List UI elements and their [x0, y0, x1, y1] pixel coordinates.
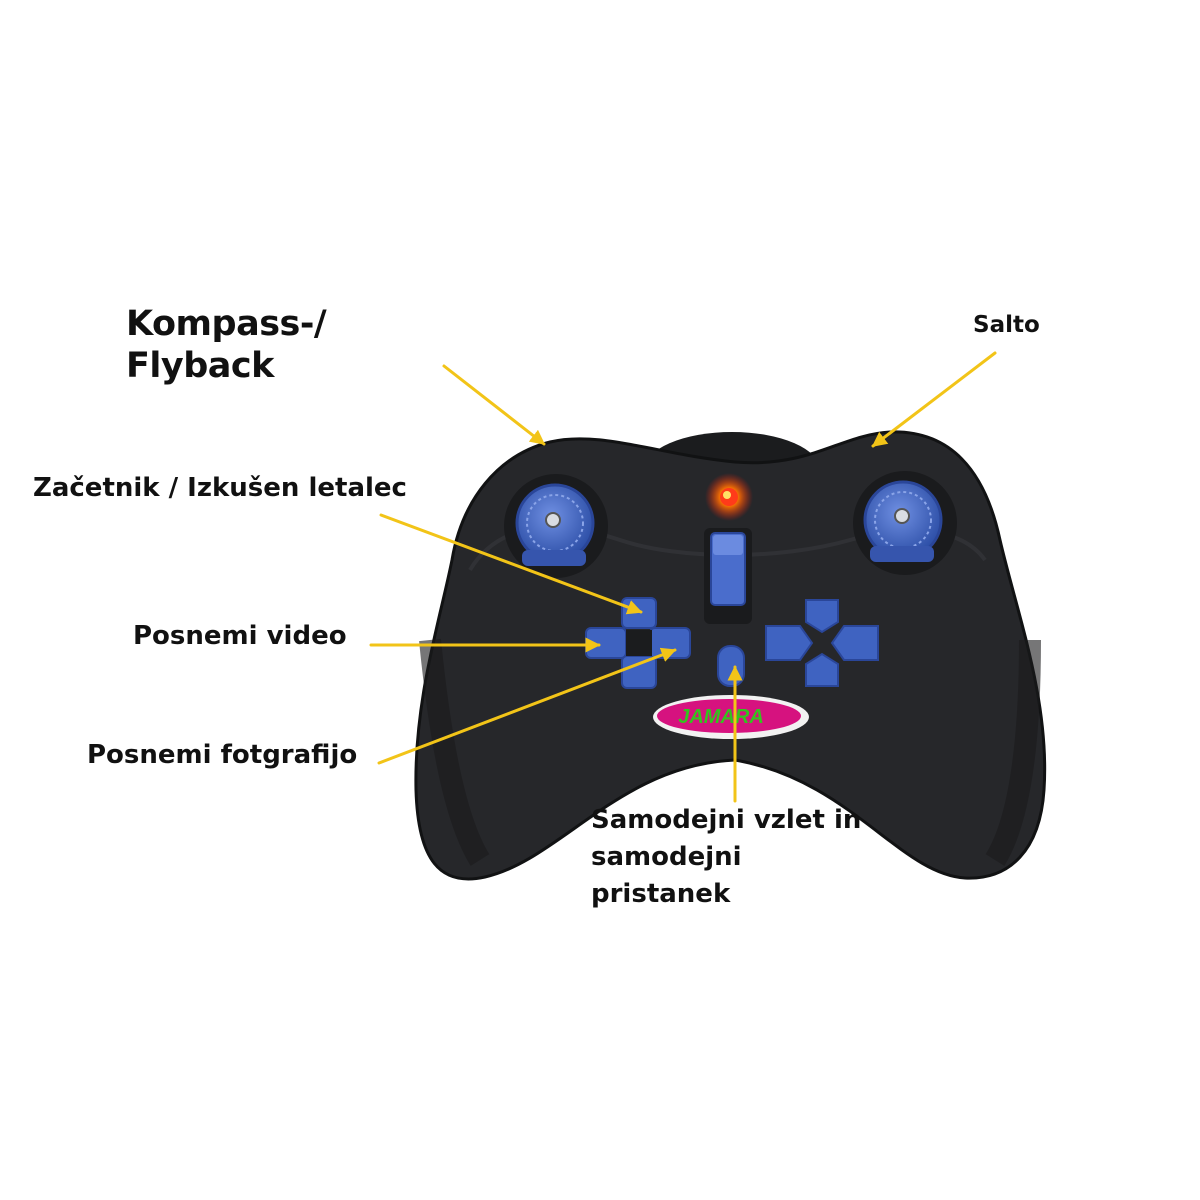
annotation-arrows: [369, 351, 997, 803]
label-samodejni-line2: samodejni: [591, 842, 742, 872]
label-samodejni-line3: pristanek: [591, 879, 731, 909]
label-samodejni: Samodejni vzlet in samodejni pristanek: [591, 802, 861, 913]
label-zacetnik: Začetnik / Izkušen letalec: [33, 473, 407, 503]
label-posnemi-fotografijo: Posnemi fotgrafijo: [87, 740, 358, 770]
arrow-salto: [871, 351, 997, 448]
arrow-kompass: [442, 364, 546, 446]
arrow-zacetnik: [379, 513, 643, 615]
throttle-mode-switch[interactable]: [704, 528, 752, 624]
arrow-foto: [377, 647, 677, 765]
power-led-icon: [705, 473, 753, 521]
right-dpad-icon[interactable]: [765, 599, 879, 687]
label-kompass-line1: Kompass-/: [126, 304, 327, 344]
label-samodejni-line1: Samodejni vzlet in: [591, 805, 862, 835]
right-joystick-icon[interactable]: [853, 471, 957, 575]
auto-takeoff-button[interactable]: [717, 645, 745, 687]
label-salto: Salto: [973, 312, 1040, 338]
label-kompass-flyback: Kompass-/ Flyback: [126, 303, 327, 387]
logo-icon: JAMARA: [653, 695, 809, 739]
label-posnemi-video: Posnemi video: [133, 621, 347, 651]
left-joystick-icon[interactable]: [504, 474, 608, 578]
logo-text: JAMARA: [678, 706, 764, 728]
label-kompass-line2: Flyback: [126, 346, 274, 386]
